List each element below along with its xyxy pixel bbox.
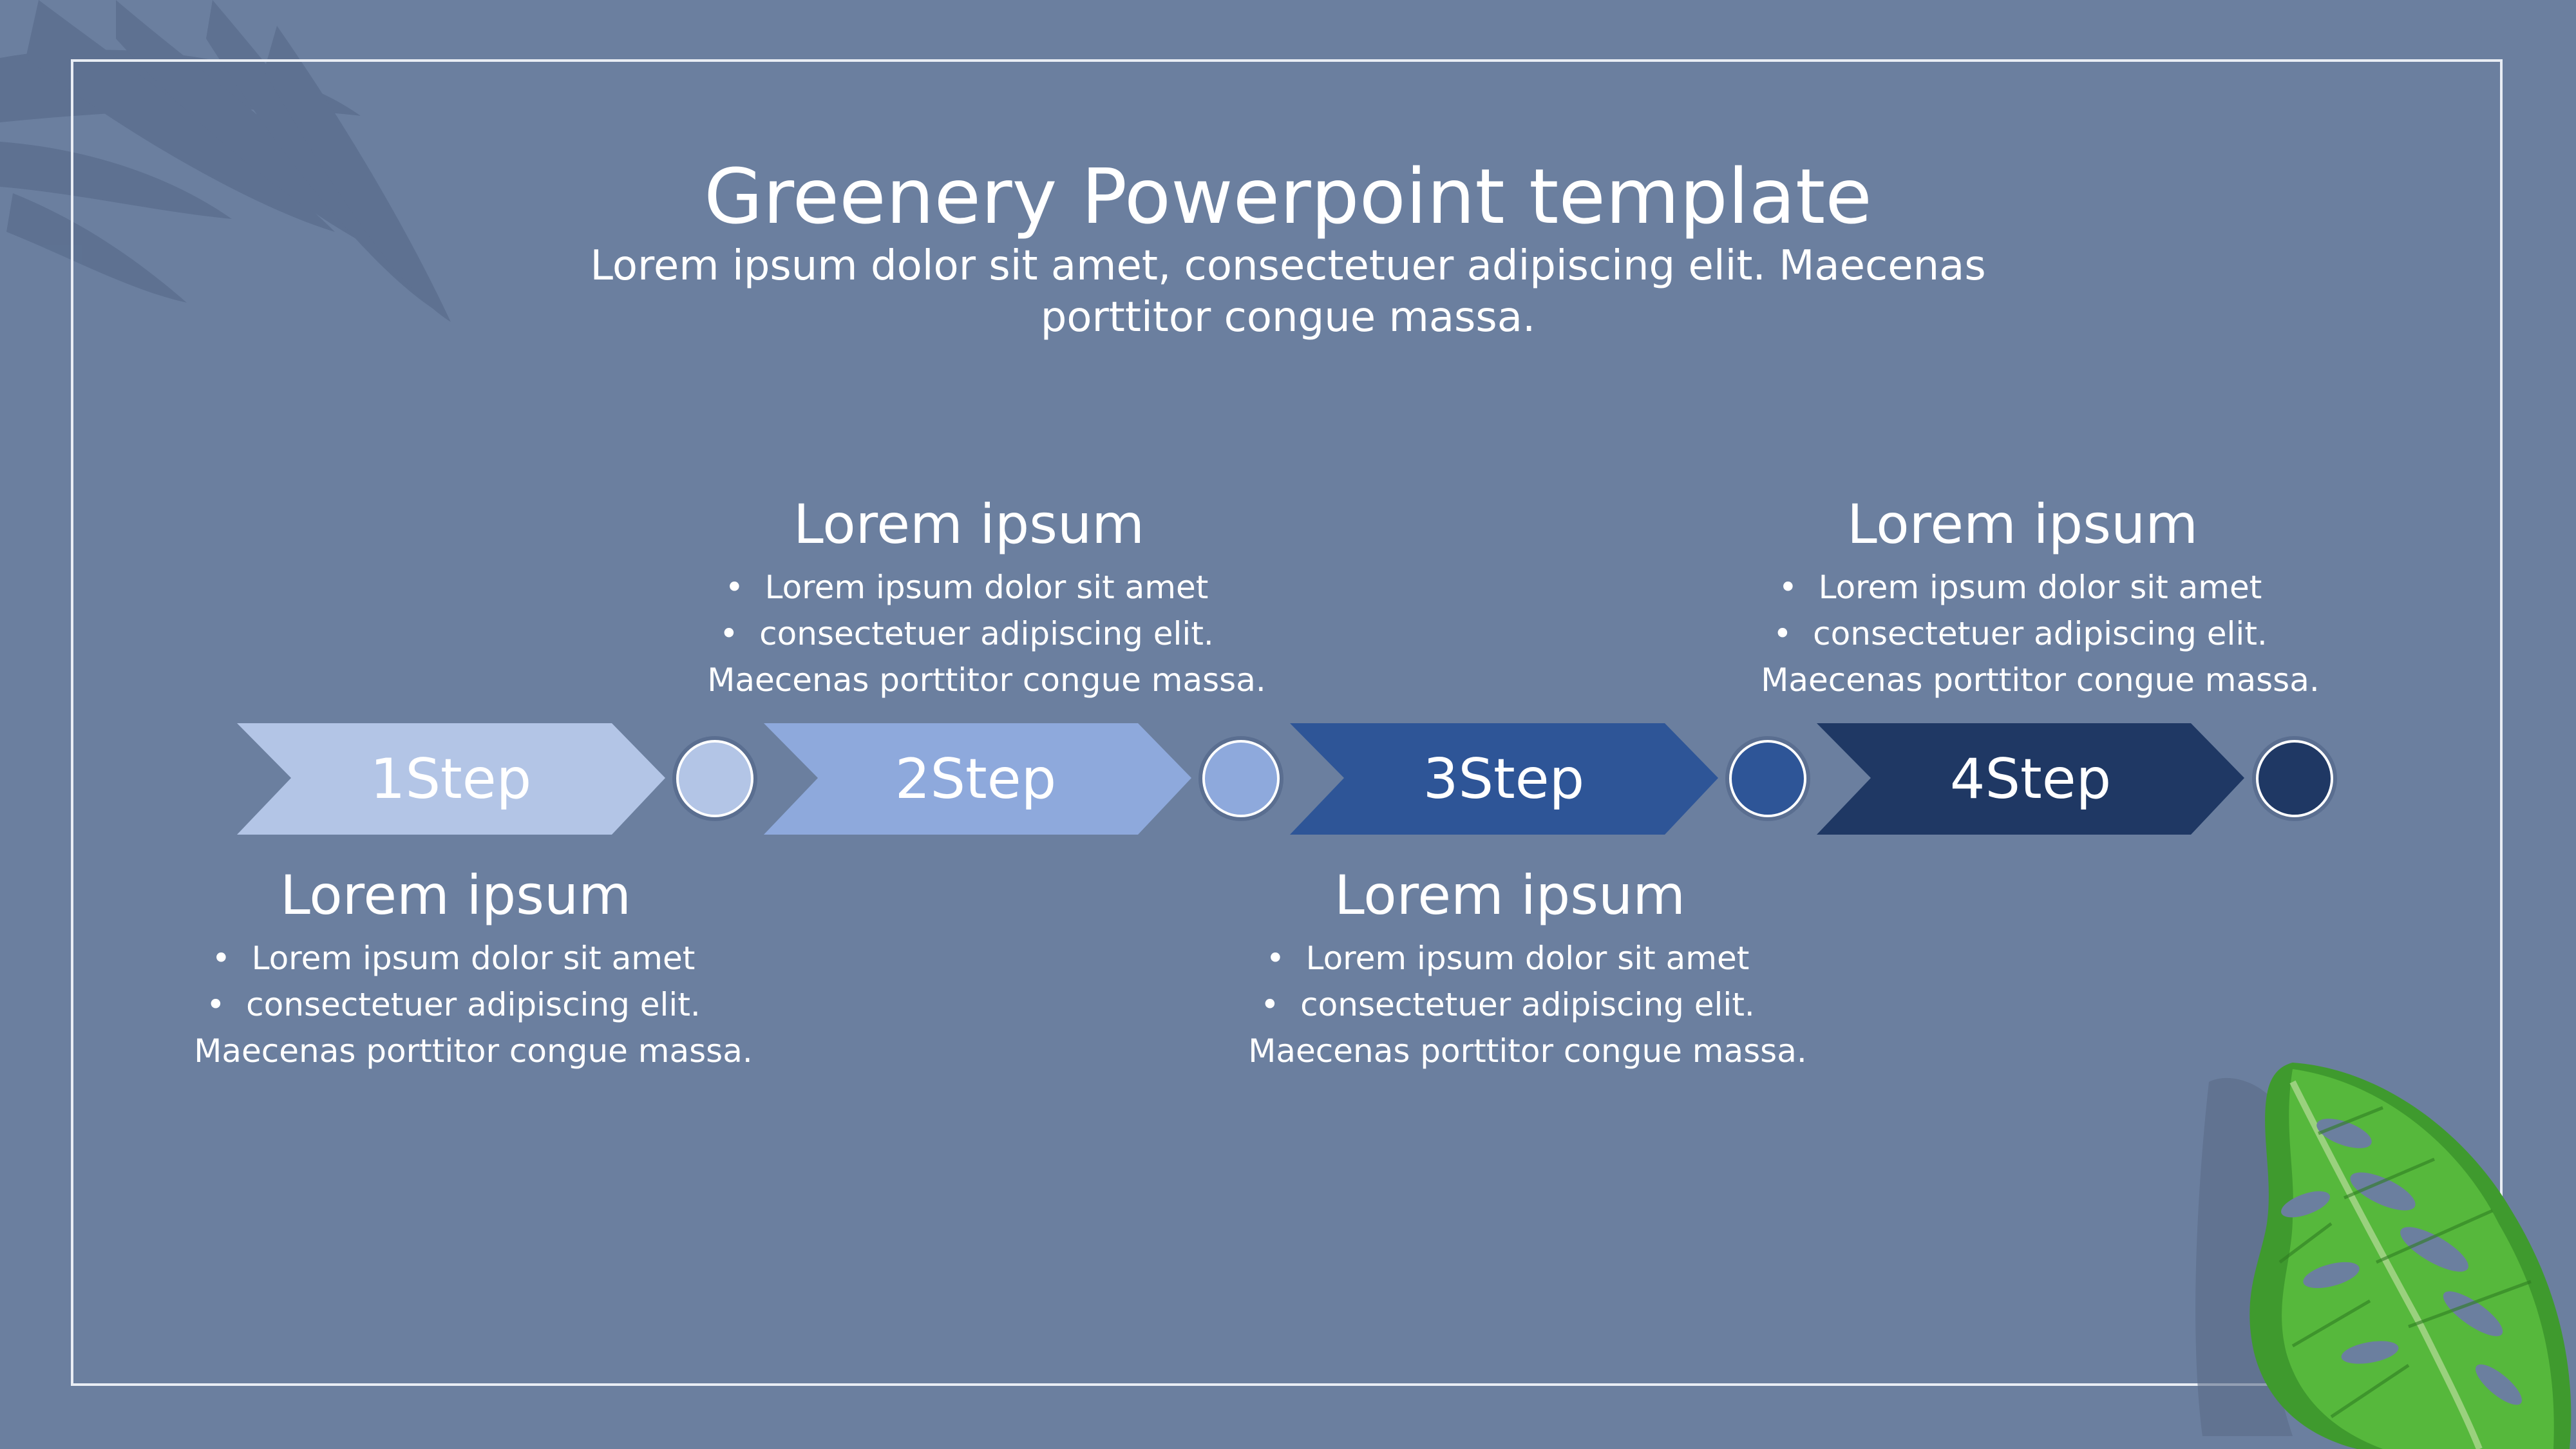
step-3-node-inner [1729,740,1806,817]
step-3-label: 3Step [1423,747,1585,811]
step-1-heading: Lorem ipsum [279,864,632,927]
step-3-text: Lorem ipsum dolor sit amet consectetuer … [1238,935,1817,1074]
step-4-text-3: Maecenas porttitor congue massa. [1761,661,2320,699]
step-3-description: Lorem ipsum Lorem ipsum dolor sit amet c… [1238,863,1817,1074]
step-3-heading: Lorem ipsum [1334,864,1686,927]
slide-subtitle: Lorem ipsum dolor sit amet, consectetuer… [590,242,1986,341]
step-4-label: 4Step [1949,747,2112,811]
step-4-heading: Lorem ipsum [1846,493,2199,556]
step-1-label: 1Step [370,747,532,811]
step-2-bullet-1: Lorem ipsum dolor sit amet [697,564,1276,611]
step-3-bullet-1: Lorem ipsum dolor sit amet [1238,935,1817,981]
step-2-node-inner [1202,740,1280,817]
step-1-bullet-1: Lorem ipsum dolor sit amet [184,935,763,981]
step-4-bullet-1: Lorem ipsum dolor sit amet [1750,564,2330,611]
step-2-bullet-2: consectetuer adipiscing elit. [697,611,1276,657]
step-3-chevron [1290,723,1718,835]
step-1-bullet-2: consectetuer adipiscing elit. [184,981,763,1028]
step-2-text-3: Maecenas porttitor congue massa. [707,661,1266,699]
step-2-heading: Lorem ipsum [793,493,1145,556]
step-3-text-3: Maecenas porttitor congue massa. [1248,1032,1807,1070]
step-4-text: Lorem ipsum dolor sit amet consectetuer … [1750,564,2330,703]
step-4-description: Lorem ipsum Lorem ipsum dolor sit amet c… [1750,492,2330,703]
step-2-description: Lorem ipsum Lorem ipsum dolor sit amet c… [697,492,1276,703]
step-4-node-inner [2256,740,2333,817]
step-4-chevron [1817,723,2244,835]
step-1-chevron [237,723,665,835]
step-1-text: Lorem ipsum dolor sit amet consectetuer … [184,935,763,1074]
step-2-text: Lorem ipsum dolor sit amet consectetuer … [697,564,1276,703]
step-2-chevron [764,723,1191,835]
step-1-node-inner [676,740,753,817]
step-1-text-3: Maecenas porttitor congue massa. [194,1032,753,1070]
step-2-label: 2Step [895,747,1057,811]
step-1-description: Lorem ipsum Lorem ipsum dolor sit amet c… [184,863,763,1074]
slide-frame [71,59,2503,1386]
slide-title: Greenery Powerpoint template [704,152,1872,241]
step-3-bullet-2: consectetuer adipiscing elit. [1238,981,1817,1028]
step-4-bullet-2: consectetuer adipiscing elit. [1750,611,2330,657]
